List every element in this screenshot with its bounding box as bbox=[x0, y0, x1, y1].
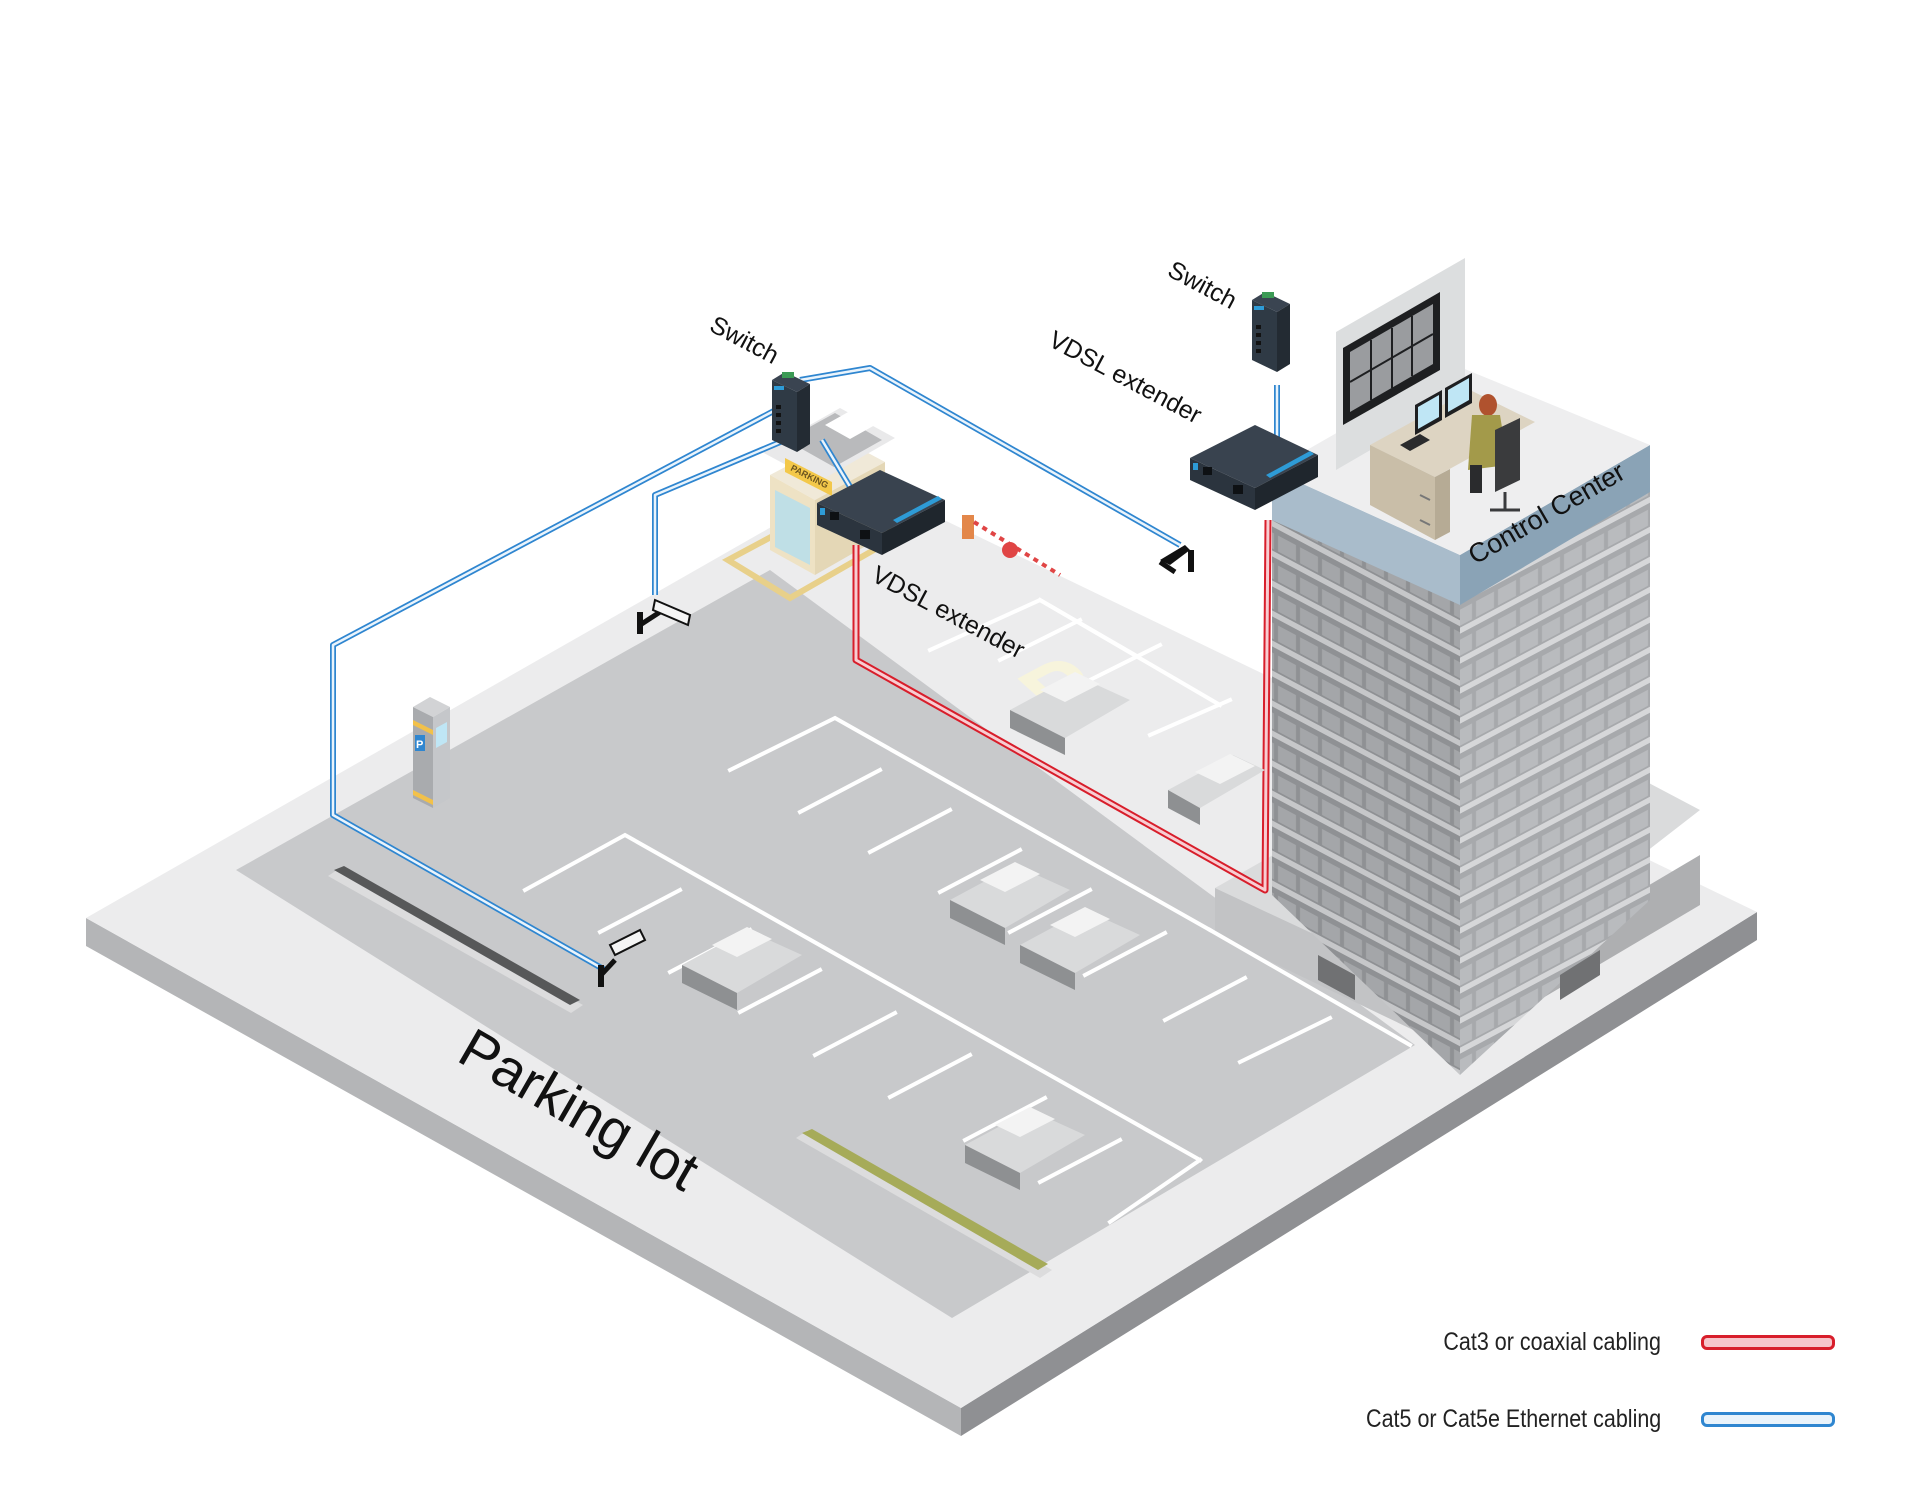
legend-item-coax: Cat3 or coaxial cabling bbox=[1340, 1328, 1835, 1357]
car bbox=[1020, 907, 1140, 990]
platform-left-side bbox=[86, 918, 961, 1436]
control-center-building bbox=[1272, 258, 1650, 1075]
car bbox=[682, 927, 802, 1010]
camera-3 bbox=[598, 928, 647, 987]
legend-swatch-ethernet bbox=[1701, 1412, 1835, 1427]
curb-dark bbox=[328, 866, 583, 1013]
camera-icon bbox=[651, 598, 692, 627]
building-left-facade bbox=[1272, 520, 1460, 1075]
platform-right-side bbox=[961, 912, 1757, 1436]
pay-station-sign: P bbox=[416, 739, 423, 751]
legend-label-coax: Cat3 or coaxial cabling bbox=[1443, 1328, 1661, 1356]
label-switch-booth: Switch bbox=[705, 311, 783, 370]
roof-band-right bbox=[1460, 445, 1650, 605]
car bbox=[1168, 754, 1265, 825]
camera-icon bbox=[608, 928, 647, 957]
switch-control-device bbox=[1252, 292, 1290, 372]
ticket-booth: PARKING bbox=[721, 408, 906, 602]
ethernet-cables bbox=[330, 365, 1280, 973]
asphalt-lot bbox=[236, 570, 1415, 1318]
building-door-left bbox=[1318, 955, 1355, 1000]
vdsl-booth-device bbox=[817, 470, 945, 555]
car bbox=[965, 1107, 1085, 1190]
camera-1 bbox=[1158, 545, 1194, 575]
operator-monitors bbox=[1400, 373, 1472, 451]
barrier-gate bbox=[962, 515, 1062, 577]
car bbox=[950, 862, 1070, 945]
roof-band-left bbox=[1272, 470, 1460, 605]
label-vdsl-control: VDSL extender bbox=[1044, 326, 1206, 430]
coax-cables bbox=[852, 519, 1272, 894]
camera-icon bbox=[1160, 545, 1190, 565]
camera-2 bbox=[637, 598, 692, 634]
planter-green bbox=[796, 1129, 1052, 1278]
parking-pay-station: P bbox=[413, 697, 450, 808]
operator-person bbox=[1468, 394, 1520, 512]
label-switch-control: Switch bbox=[1163, 256, 1241, 315]
vdsl-control-device bbox=[1190, 425, 1318, 510]
video-wall-monitor bbox=[1343, 292, 1440, 425]
legend-item-ethernet: Cat5 or Cat5e Ethernet cabling bbox=[1240, 1405, 1835, 1434]
car bbox=[1010, 672, 1130, 755]
building-right-facade bbox=[1460, 490, 1650, 1075]
legend-label-ethernet: Cat5 or Cat5e Ethernet cabling bbox=[1365, 1405, 1661, 1433]
booth-sign-plate bbox=[785, 458, 832, 496]
switch-booth-device bbox=[772, 372, 810, 452]
parked-cars bbox=[682, 672, 1265, 1190]
legend-swatch-coax bbox=[1701, 1335, 1835, 1350]
building-door-right bbox=[1560, 950, 1600, 1000]
